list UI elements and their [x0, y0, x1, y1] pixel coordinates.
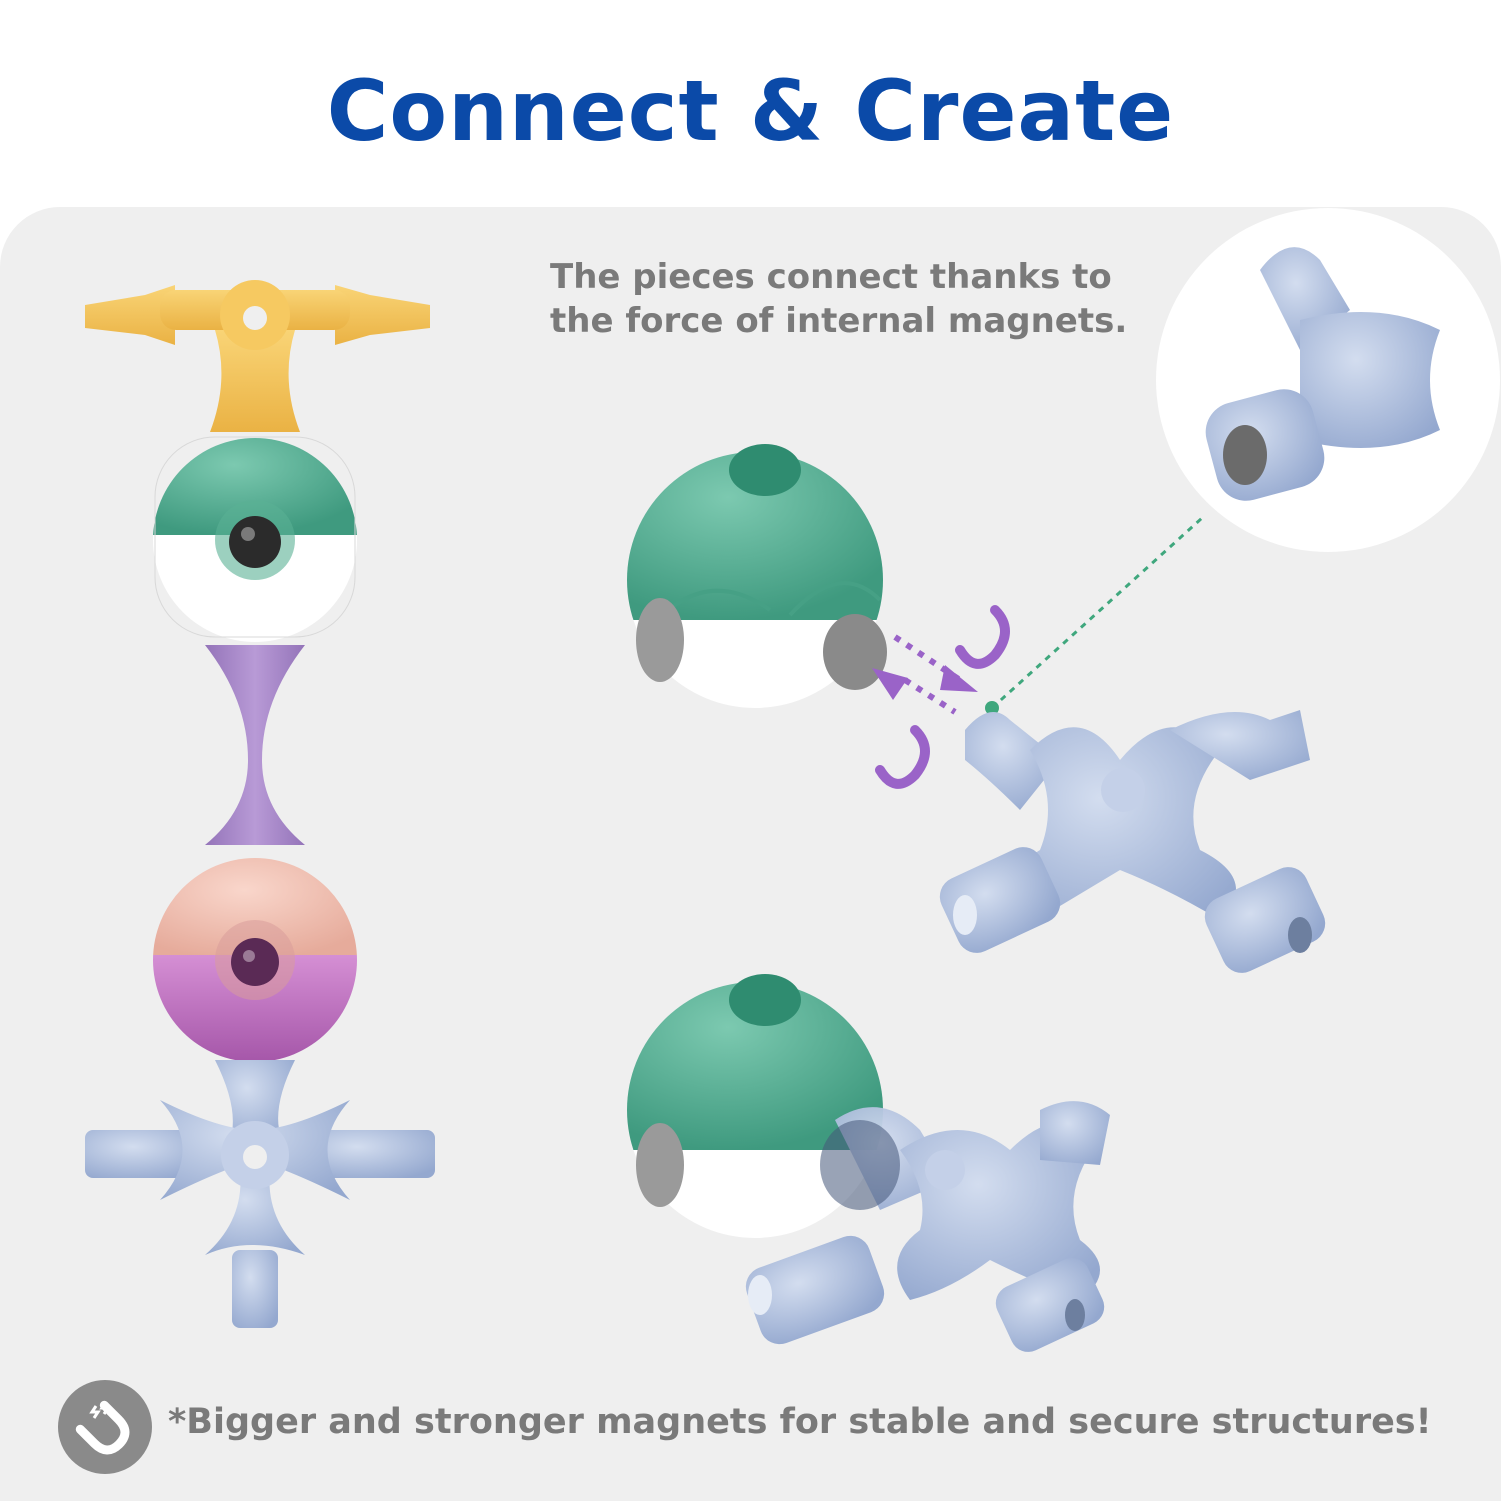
yellow-connector-piece	[85, 280, 430, 432]
ice-blue-cross-bottom	[745, 1101, 1110, 1352]
ice-blue-cross-piece	[85, 1060, 435, 1328]
magnetic-attraction-arrows	[893, 634, 962, 715]
magnet-icon	[75, 1400, 130, 1455]
ball-top-hole	[729, 444, 801, 496]
ice-blue-cross-top	[939, 710, 1326, 973]
magnet-icon	[955, 605, 1010, 669]
note-line-2: the force of internal magnets.	[550, 301, 1128, 341]
magnet-icon	[875, 725, 930, 789]
page-title: Connect & Create	[326, 62, 1175, 160]
footer-disclaimer: *Bigger and stronger magnets for stable …	[168, 1402, 1432, 1442]
magnet-explanation-text: The pieces connect thanks to the force o…	[550, 255, 1190, 343]
ball-side-hole	[823, 614, 887, 690]
ball-side-hole	[636, 598, 684, 682]
ball-magnet	[229, 516, 281, 568]
zoom-leader-line	[990, 516, 1204, 710]
footer-badge	[58, 1380, 152, 1474]
note-line-1: The pieces connect thanks to	[550, 257, 1112, 297]
purple-rod-piece	[205, 645, 305, 845]
ball-magnet	[231, 938, 279, 986]
